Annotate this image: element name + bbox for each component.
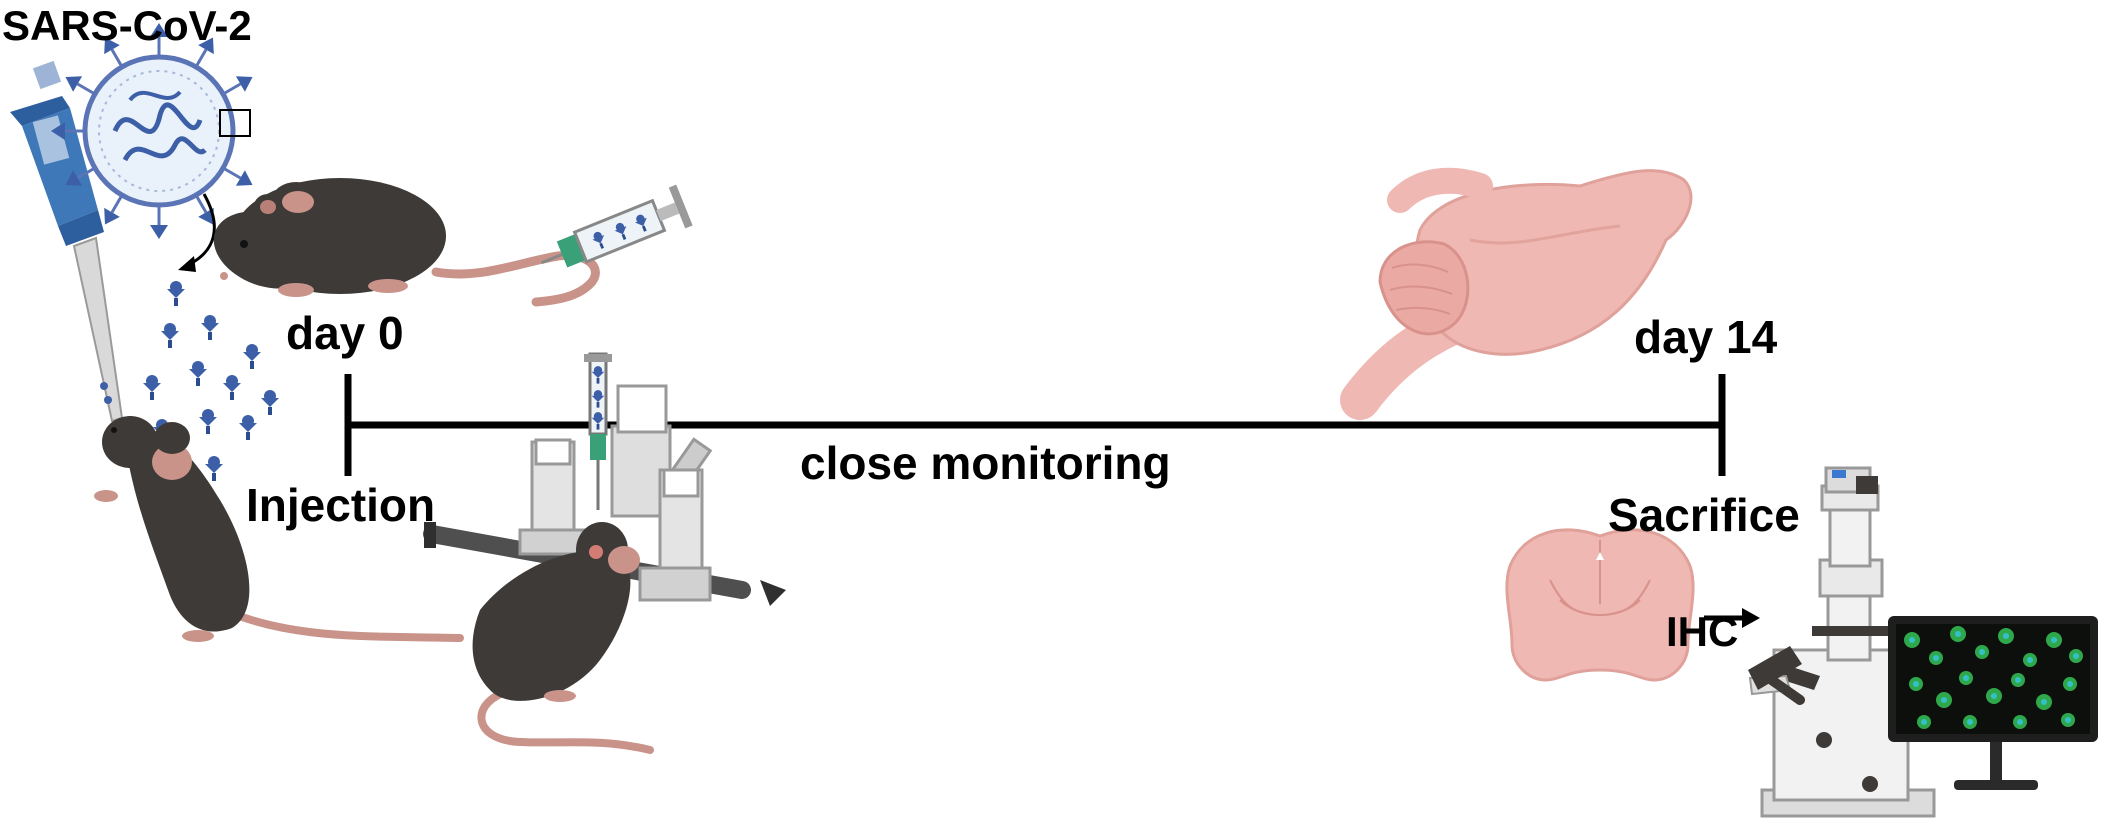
brain-section-icon xyxy=(1505,528,1695,682)
fluorescent-cells xyxy=(1904,626,2083,729)
ihc-label: IHC xyxy=(1666,608,1739,655)
timeline xyxy=(344,374,1726,476)
injection-label: Injection xyxy=(246,479,436,531)
arrow-icon xyxy=(1704,608,1760,628)
mouse-icon xyxy=(472,522,654,754)
spike-highlight-box xyxy=(219,109,251,137)
monitoring-label: close monitoring xyxy=(800,437,1171,489)
syringe-icon xyxy=(541,184,693,268)
pipette-icon xyxy=(10,60,124,423)
day-start-label: day 0 xyxy=(286,307,404,359)
virus-label: SARS-CoV-2 xyxy=(2,2,252,49)
day-end-label: day 14 xyxy=(1634,311,1778,363)
mouse-icon xyxy=(213,178,600,307)
brain-icon xyxy=(1340,167,1693,420)
microscope-icon xyxy=(1748,466,1936,818)
arrow-icon xyxy=(178,193,216,272)
mouse-icon xyxy=(94,416,464,642)
monitor-icon xyxy=(1888,616,2098,790)
sacrifice-label: Sacrifice xyxy=(1608,489,1800,541)
virus-particle-icon xyxy=(49,21,259,241)
